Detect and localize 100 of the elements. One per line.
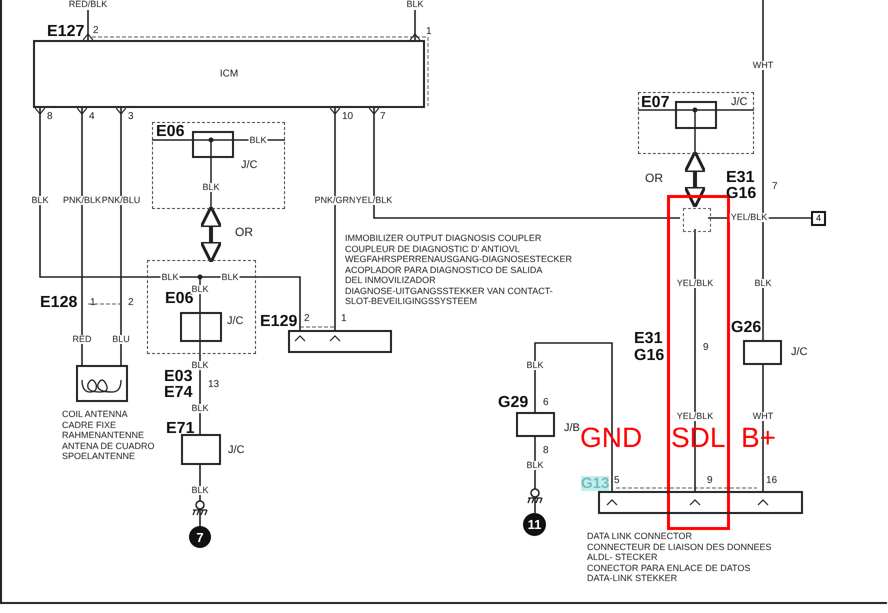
- alternative-label: OR: [235, 226, 253, 238]
- pin-number: 6: [543, 398, 549, 408]
- pin-number: 3: [128, 112, 134, 122]
- alternative-arrow: [200, 206, 222, 264]
- ground-number: 7: [196, 530, 204, 544]
- component-caption: RAHMENANTENNE: [62, 431, 144, 440]
- component-caption: CADRE FIXE: [62, 420, 116, 430]
- pin-number: 16: [766, 476, 778, 486]
- ground-number: 11: [528, 518, 542, 531]
- pin-number: 9: [707, 476, 713, 486]
- connector-id: E74: [164, 385, 192, 401]
- wire: [199, 465, 201, 526]
- component-caption: SPOELANTENNE: [62, 452, 136, 461]
- pin-number: 1: [341, 314, 347, 324]
- junction-type-label: J/C: [228, 445, 244, 456]
- splice-junction: [683, 208, 711, 232]
- junction-type-label: J/C: [227, 316, 244, 327]
- pin-number: 13: [208, 380, 220, 390]
- wire-color-label: RED/BLK: [68, 0, 108, 10]
- component-caption: CONNECTEUR DE LIAISON DES DONNEES: [587, 542, 772, 552]
- connector-id: E06: [165, 291, 194, 307]
- connector-id: E03: [164, 369, 192, 385]
- connector-id: E129: [260, 314, 298, 330]
- junction-type-label: J/C: [241, 160, 258, 171]
- wire-color-label: WHT: [752, 61, 774, 70]
- wire: [534, 342, 613, 491]
- wire: [76, 107, 88, 365]
- wire-color-label: PNK/BLK: [62, 196, 102, 205]
- component-caption: ANTENA DE CUADRO: [62, 442, 155, 450]
- wire-color-label: BLK: [754, 279, 772, 288]
- pin-number: 2: [128, 298, 134, 308]
- component-caption: ALDL- STECKER: [587, 553, 658, 562]
- component-caption: SLOT-BEVEILIGINGSSYSTEEM: [345, 297, 478, 306]
- pin-number: 7: [380, 112, 386, 122]
- wire-color-label: YEL/BLK: [676, 279, 714, 288]
- component-caption: DATA LINK CONNECTOR: [587, 532, 692, 541]
- pin-number: 4: [89, 112, 95, 122]
- component-caption: COIL ANTENNA: [62, 410, 128, 419]
- connector-id: E128: [40, 295, 78, 311]
- pin-number: 1: [90, 298, 96, 308]
- wire-color-label: BLK: [220, 273, 240, 282]
- pin-number: 8: [47, 112, 53, 122]
- pin-number: 7: [772, 182, 778, 192]
- module-label: ICM: [220, 68, 238, 82]
- wire: [82, 10, 94, 41]
- wire: [534, 437, 536, 513]
- connector-id: E127: [47, 24, 84, 40]
- continuation-number: 4: [816, 214, 821, 223]
- wire: [329, 107, 341, 330]
- wire: [368, 107, 680, 219]
- wire-color-label: BLU: [111, 335, 131, 344]
- pin-number: 8: [543, 446, 549, 456]
- connector-id: E07: [641, 95, 670, 111]
- component-caption: ACOPLADOR PARA DIAGNOSTICO DE SALIDA: [345, 266, 542, 274]
- wire-color-label: BLK: [248, 136, 268, 145]
- pin-number: 2: [93, 26, 99, 36]
- wire-color-label: BLK: [190, 361, 210, 370]
- pin-number: 1: [426, 27, 432, 37]
- alternative-label: OR: [645, 172, 663, 184]
- connector-id: E31: [634, 331, 662, 347]
- connector-id: G29: [498, 395, 528, 411]
- wire-color-label: PNK/GRN: [314, 196, 356, 205]
- pin-number: 2: [304, 314, 310, 324]
- junction-type-label: J/C: [731, 97, 748, 108]
- ground-point-badge: [189, 526, 211, 548]
- wire: [762, 365, 764, 491]
- wire-color-label: BLK: [405, 0, 424, 10]
- junction-type-label: J/B: [564, 423, 580, 434]
- pin-number: 5: [614, 476, 620, 486]
- wire: [762, 0, 764, 340]
- wire-color-label: BLK: [190, 285, 210, 294]
- component-caption: COUPLEUR DE DIAGNOSTIC D' ANTIOVL: [345, 244, 520, 254]
- junction-group-frame: [638, 92, 754, 154]
- wire: [694, 229, 696, 491]
- wire-color-label: YEL/BLK: [676, 412, 714, 421]
- alternative-arrow: [684, 150, 706, 208]
- wire-color-label: YEL/BLK: [354, 196, 394, 205]
- wire-color-label: WHT: [752, 412, 774, 421]
- connector-id: E71: [166, 421, 194, 437]
- wire-color-label: BLK: [202, 183, 220, 192]
- ground-point-badge: [523, 513, 546, 536]
- wire-color-label: YEL/BLK: [730, 213, 768, 222]
- pin-number: 10: [342, 112, 354, 122]
- component-caption: DATA-LINK STEKKER: [587, 574, 678, 583]
- wire-color-label: PNK/BLU: [100, 196, 142, 205]
- wire-color-label: RED: [72, 335, 92, 344]
- junction-type-label: J/C: [791, 347, 808, 358]
- wire: [199, 354, 201, 434]
- component-caption: IMMOBILIZER OUTPUT DIAGNOSIS COUPLER: [345, 234, 542, 243]
- connector-id: G26: [731, 320, 762, 336]
- wire-color-label: BLK: [526, 361, 544, 370]
- connector-id: G16: [726, 186, 756, 202]
- pin-number: 9: [703, 343, 709, 353]
- continuation-box: [811, 211, 826, 226]
- wire-color-label: BLK: [160, 273, 180, 282]
- wire: [34, 107, 147, 278]
- connector-id: E06: [156, 124, 184, 140]
- wire: [115, 107, 127, 365]
- component-caption: WEGFAHRSPERRENAUSGANG-DIAGNOSESTECKER: [345, 255, 572, 264]
- component-caption: DEL INMOVILIZADOR: [345, 276, 436, 285]
